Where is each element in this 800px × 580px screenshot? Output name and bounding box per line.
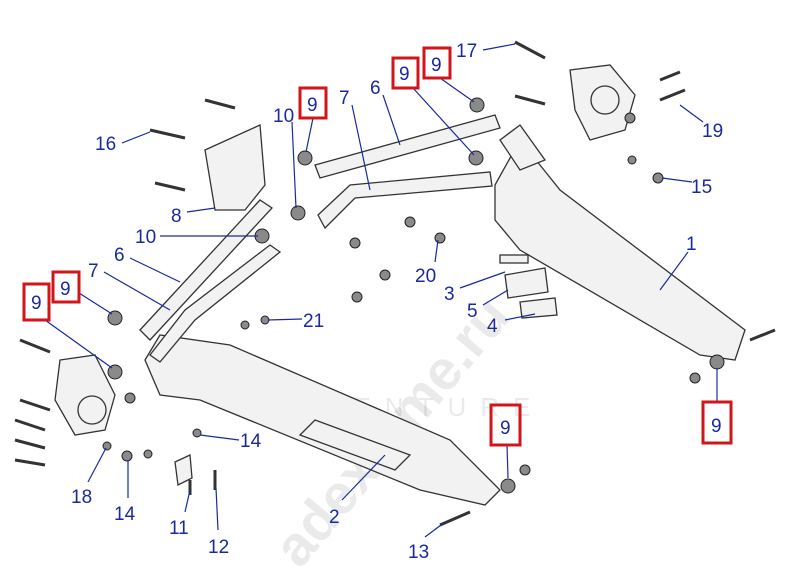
callout-20: 20: [415, 266, 436, 287]
callout-9: 9: [60, 279, 71, 300]
callout-8: 8: [171, 206, 182, 227]
callout-4: 4: [487, 316, 498, 337]
callout-14: 14: [240, 431, 262, 452]
callout-10: 10: [135, 227, 156, 248]
callout-9: 9: [307, 95, 318, 116]
callout-3: 3: [444, 284, 455, 305]
callout-1: 1: [686, 234, 697, 255]
callout-17: 17: [456, 41, 477, 62]
callout-6: 6: [114, 245, 125, 266]
callout-9: 9: [399, 64, 410, 85]
highlight-boxes: [22, 46, 733, 447]
callout-15: 15: [691, 177, 712, 198]
nuts: [102, 112, 701, 476]
callout-9: 9: [31, 293, 42, 314]
callout-5: 5: [467, 301, 478, 322]
callout-14: 14: [114, 504, 136, 525]
bolts: [14, 40, 776, 527]
radius-rods: [139, 114, 501, 363]
leader-lines: [44, 43, 718, 538]
callout-labels: 17 9 9 6 7 9 10 16 19 15 8 10 1 6 7 20 3…: [31, 41, 723, 563]
callout-21: 21: [303, 311, 324, 332]
callout-9: 9: [431, 55, 442, 76]
bracket: [204, 124, 266, 211]
callout-10: 10: [273, 106, 294, 127]
callout-16: 16: [95, 134, 116, 155]
callout-9: 9: [711, 416, 722, 437]
callout-7: 7: [339, 88, 350, 109]
callout-6: 6: [370, 78, 381, 99]
knuckle-right: [569, 64, 636, 141]
trailing-arm-right: [494, 124, 746, 361]
callout-11: 11: [169, 518, 189, 539]
knuckle-left: [54, 354, 116, 436]
small-brackets: [174, 254, 558, 486]
callout-19: 19: [702, 121, 723, 142]
callout-18: 18: [71, 487, 92, 508]
callout-13: 13: [408, 542, 429, 563]
callout-2: 2: [329, 507, 340, 528]
callout-9: 9: [500, 418, 511, 439]
callout-7: 7: [88, 261, 99, 282]
callout-12: 12: [208, 537, 229, 558]
